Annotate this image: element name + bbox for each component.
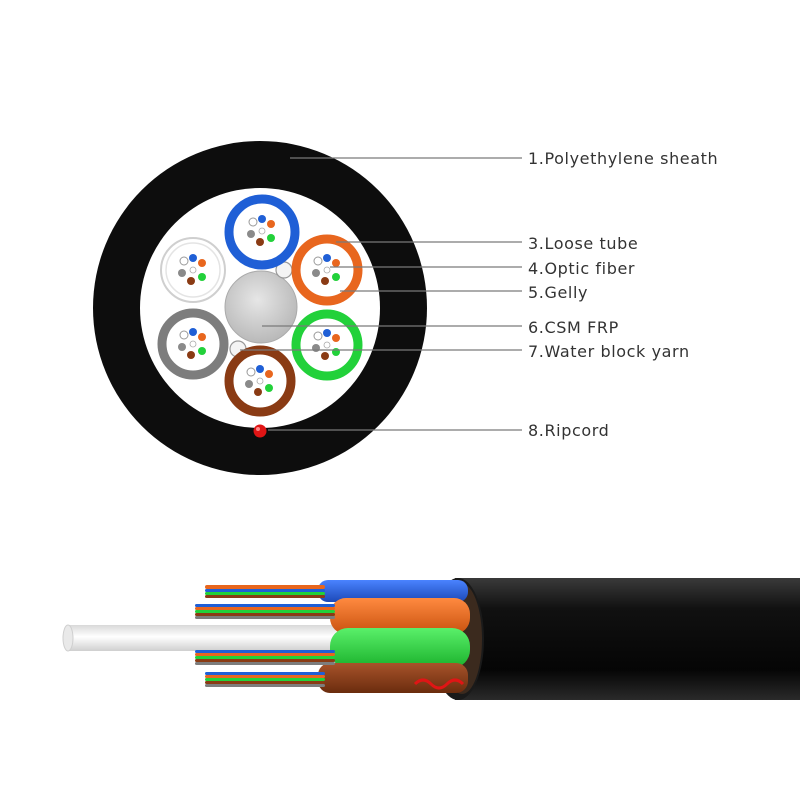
label-csm-frp: 6.CSM FRP [528,318,619,337]
optic-fiber-group [245,365,273,396]
optic-fiber-group [247,215,275,246]
ripcord-highlight [256,427,260,431]
cable-side-view [62,578,800,700]
loose-tube-white [160,237,226,303]
ripcord-side [413,678,465,690]
tube-orange-side [330,598,470,634]
loose-tube-blue [224,194,300,270]
tube-blue-side [318,580,468,602]
fiber-bundle-mid-lower [195,650,335,665]
rod-end [62,624,74,652]
label-optic-fiber: 4.Optic fiber [528,259,635,278]
fiber-bundle-top [205,585,325,598]
label-water-block-yarn: 7.Water block yarn [528,342,690,361]
outer-jacket [442,578,800,700]
label-polyethylene-sheath: 1.Polyethylene sheath [528,149,718,168]
label-gelly: 5.Gelly [528,283,588,302]
fiber-bundle-mid-upper [195,604,335,619]
central-strength-rod [66,625,366,651]
optic-fiber-group [178,328,206,359]
label-loose-tube: 3.Loose tube [528,234,638,253]
csm-frp-rod [224,270,298,344]
loose-tube-green [291,309,363,381]
optic-fiber-group [312,254,340,285]
ripcord [253,424,267,438]
labels: 1.Polyethylene sheath 3.Loose tube 4.Opt… [528,149,718,440]
loose-tube-gray [157,308,229,380]
cross-section [93,141,427,475]
loose-tube-orange [291,234,363,306]
tube-brown-side [318,663,468,693]
fiber-bundle-bottom [205,672,325,687]
leader-lines [240,157,522,431]
tube-green-side [330,628,470,668]
loose-tube-brown [224,345,296,417]
label-ripcord: 8.Ripcord [528,421,609,440]
optic-fiber-group [178,254,206,285]
